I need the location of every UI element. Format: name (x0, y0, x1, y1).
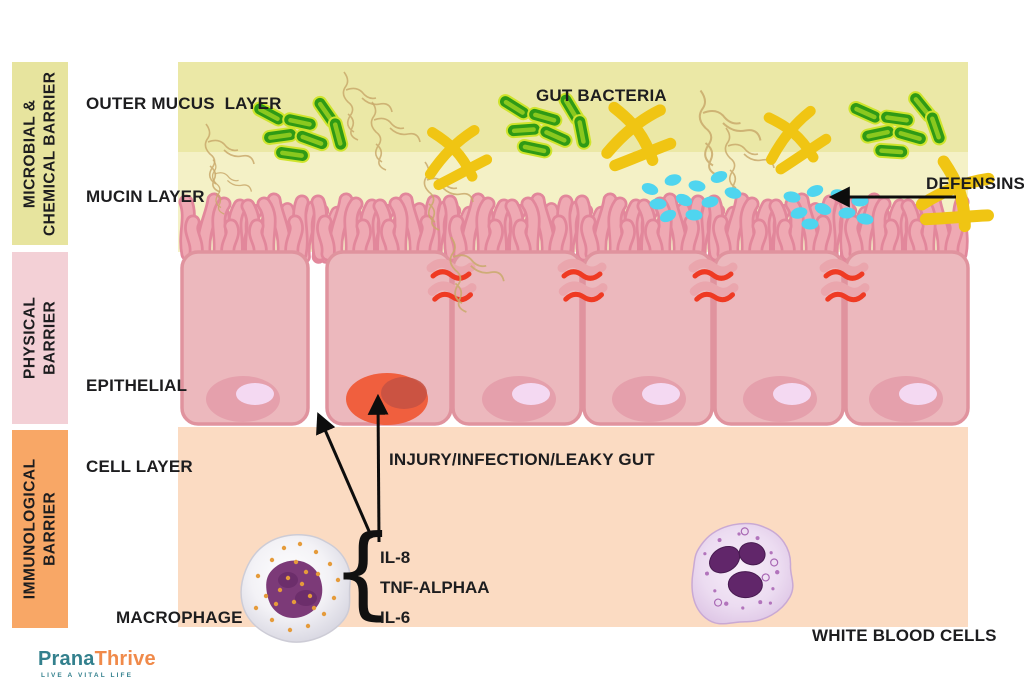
macrophage-granules (253, 541, 341, 633)
epithelial-label-line1: EPITHELIAL (86, 376, 188, 395)
epithelial-cell (180, 250, 310, 426)
epithelial-cell (451, 250, 583, 426)
epithelial-label: EPITHELIAL CELL LAYER (86, 318, 193, 534)
white-blood-cell-icons (691, 522, 794, 625)
epithelial-label-line2: CELL LAYER (86, 457, 193, 476)
brand-tagline: LIVE A VITAL LIFE (41, 672, 134, 679)
mucin-label: MUCIN LAYER (86, 187, 205, 206)
cytokine-label: IL-8 (380, 548, 411, 567)
cytokine-label: IL-6 (380, 608, 411, 627)
brand-logo: PranaThrive LIVE A VITAL LIFE (38, 648, 156, 679)
injured-cell-arrow (367, 393, 389, 543)
gut-bacteria-label: GUT BACTERIA (536, 86, 667, 105)
brace-glyph: { (331, 513, 395, 630)
white-blood-cells-label: WHITE BLOOD CELLS (812, 626, 997, 645)
epithelial-cell (713, 250, 845, 426)
outer-mucus-label: OUTER MUCUS LAYER (86, 94, 282, 113)
brand-name-part2: Thrive (94, 648, 156, 670)
epithelial-cell-injured (325, 250, 453, 426)
epithelial-cell (844, 250, 970, 426)
epithelial-cell (582, 250, 714, 426)
brand-name: PranaThrive (38, 648, 156, 671)
band-physical-barrier: PHYSICAL BARRIER (12, 252, 68, 424)
band-immunological-barrier: IMMUNOLOGICAL BARRIER (12, 430, 68, 628)
leaky-gut-arrow (316, 412, 374, 539)
cytokine-label: TNF-ALPHAA (380, 578, 490, 597)
injury-label: INJURY/INFECTION/LEAKY GUT (389, 450, 655, 469)
cytokine-list: IL-8 TNF-ALPHAA IL-6 (380, 543, 490, 633)
brand-name-part1: Prana (38, 648, 95, 670)
band-microbial-chemical-barrier: MICROBIAL & CHEMICAL BARRIER (12, 62, 68, 245)
epithelial-cells (180, 250, 970, 426)
macrophage-label: MACROPHAGE (116, 608, 243, 627)
defensins-label: DEFENSINS (926, 174, 1024, 193)
macrophage-icon (240, 534, 351, 643)
